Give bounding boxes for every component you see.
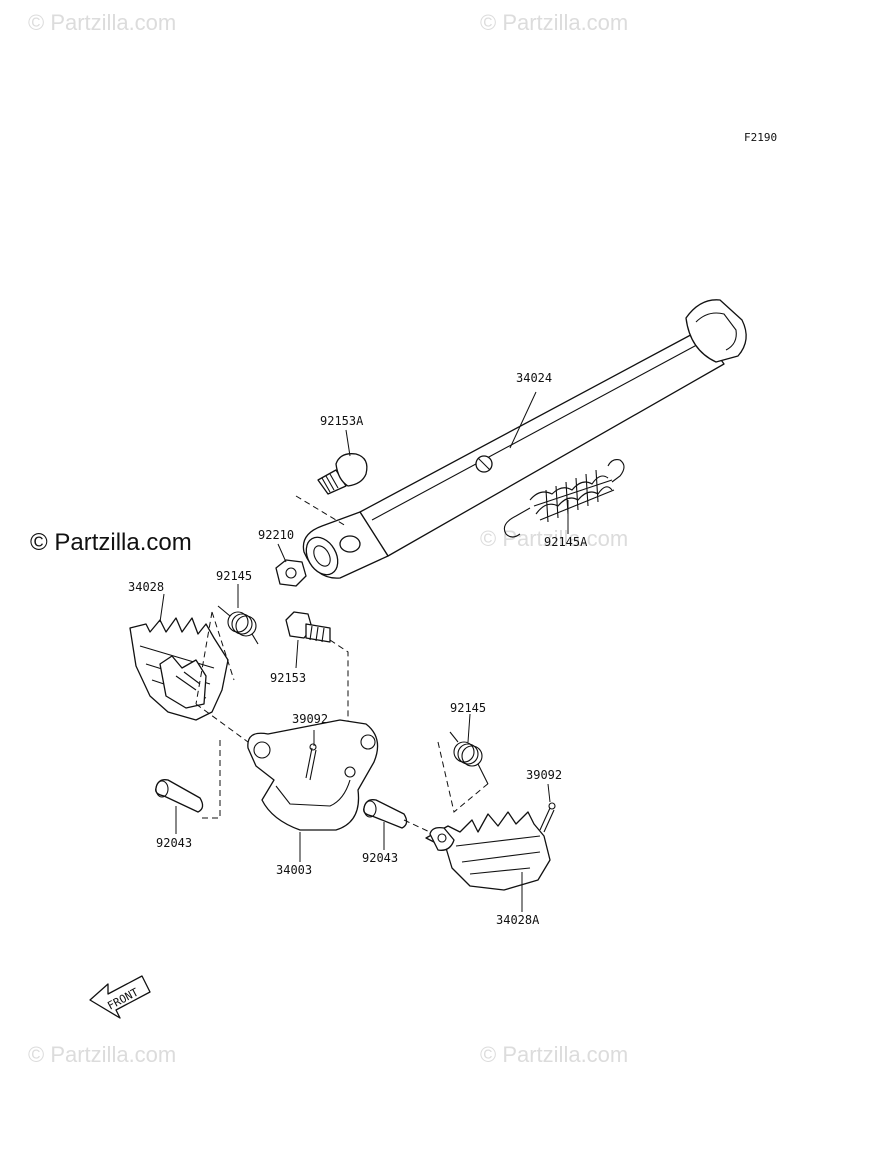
dash-right-spring <box>437 741 491 813</box>
watermarks: © Partzilla.com © Partzilla.com © Partzi… <box>28 10 628 1067</box>
part-label-right-39092: 39092 <box>526 768 562 782</box>
left-peg-spring-drawing <box>217 605 259 645</box>
part-label-34028: 34028 <box>128 580 164 594</box>
part-label-right-92145: 92145 <box>450 701 486 715</box>
watermark-bottom-left: © Partzilla.com <box>28 1042 176 1067</box>
leader-92153a <box>345 429 351 457</box>
leader-92210 <box>277 543 287 563</box>
part-label-34003: 34003 <box>276 863 312 877</box>
part-label-34028a: 34028A <box>496 913 540 927</box>
nut-92210-drawing <box>275 559 307 587</box>
part-label-92145a: 92145A <box>544 535 588 549</box>
leader-92153 <box>295 639 299 669</box>
part-label-92153a: 92153A <box>320 414 364 428</box>
watermark-main: © Partzilla.com <box>30 529 192 556</box>
part-label-92210: 92210 <box>258 528 294 542</box>
watermark-top-left: © Partzilla.com <box>28 10 176 35</box>
bolt-92153a-drawing <box>317 453 368 495</box>
bracket-bolt-drawing <box>285 611 331 643</box>
leader-34028 <box>159 593 165 623</box>
right-footpeg-drawing <box>425 811 551 891</box>
left-footpeg-drawing <box>129 617 229 721</box>
leader-right-92145 <box>467 713 471 743</box>
part-label-left-92043: 92043 <box>156 836 192 850</box>
leader-34024 <box>509 391 537 449</box>
bracket-drawing <box>247 719 379 831</box>
watermark-top-right: © Partzilla.com <box>480 10 628 35</box>
left-peg-pin-drawing <box>155 779 204 813</box>
part-label-right-92043: 92043 <box>362 851 398 865</box>
dash-bracket <box>195 703 249 819</box>
front-arrow-icon: FRONT <box>89 975 151 1019</box>
right-cotter-pin-drawing <box>539 802 556 833</box>
part-label-92153: 92153 <box>270 671 306 685</box>
left-cotter-pin-drawing <box>305 743 317 781</box>
figure-code: F2190 <box>744 131 777 144</box>
side-stand-drawing <box>302 299 747 579</box>
part-label-left-39092: 39092 <box>292 712 328 726</box>
part-label-left-92145: 92145 <box>216 569 252 583</box>
part-labels: 34024 92153A 92210 92145A 34028 92145 92… <box>128 371 588 927</box>
dash-left-spring <box>195 611 235 705</box>
right-peg-pin-drawing <box>363 799 408 829</box>
dash-92153 <box>329 639 349 726</box>
part-label-34024: 34024 <box>516 371 552 385</box>
watermark-bottom-right: © Partzilla.com <box>480 1042 628 1067</box>
leader-right-39092 <box>547 783 551 803</box>
right-peg-spring-drawing <box>449 731 489 785</box>
spring-92145a-drawing <box>503 459 625 538</box>
